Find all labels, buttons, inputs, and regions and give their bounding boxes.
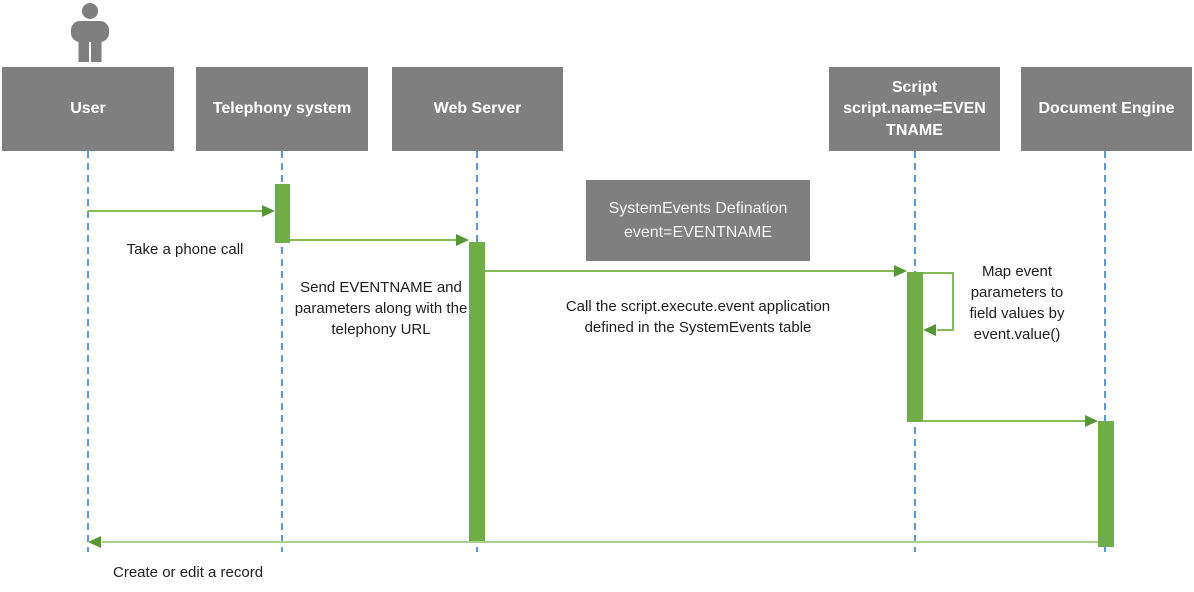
arrowhead-right-icon <box>894 265 907 277</box>
arrowhead-left-icon <box>88 536 101 548</box>
actor-label-script-line2: script.name=EVEN <box>843 100 986 118</box>
self-loop-bottom-line <box>937 329 954 331</box>
activation-bar-telephony <box>275 184 290 243</box>
lifeline-telephony <box>281 151 283 552</box>
self-loop-top-line <box>923 272 954 274</box>
activation-bar-script <box>907 272 923 422</box>
activation-bar-document-engine <box>1098 421 1114 547</box>
actor-box-web-server: Web Server <box>392 67 563 151</box>
message-line-create-record <box>102 541 1098 543</box>
person-icon <box>71 3 109 62</box>
message-label-create-record: Create or edit a record <box>113 564 264 581</box>
actor-box-telephony: Telephony system <box>196 67 368 151</box>
actor-box-script: Script script.name=EVEN TNAME <box>829 67 1000 151</box>
lifeline-user <box>87 151 89 552</box>
actor-label-web-server: Web Server <box>433 100 522 118</box>
arrowhead-right-icon <box>1085 415 1098 427</box>
message-label-map-event: Map event parameters to field values by … <box>969 263 1065 343</box>
actor-box-user: User <box>2 67 174 151</box>
arrowhead-left-icon <box>923 324 936 336</box>
actor-label-script-line1: Script <box>891 78 938 96</box>
message-line-script-to-docengine <box>923 420 1085 422</box>
message-line-call-script <box>485 270 894 272</box>
message-label-take-phone-call: Take a phone call <box>126 241 244 258</box>
note-box-systemevents: SystemEvents Defination event=EVENTNAME <box>586 180 810 261</box>
activation-bar-web-server <box>469 242 485 542</box>
message-line-send-eventname <box>290 239 456 241</box>
actor-label-document-engine: Document Engine <box>1038 100 1175 118</box>
note-line1: SystemEvents Defination <box>608 199 788 217</box>
actor-label-telephony: Telephony system <box>212 100 352 118</box>
arrowhead-right-icon <box>262 205 275 217</box>
actor-label-user: User <box>70 100 106 118</box>
message-label-send-eventname: Send EVENTNAME and parameters along with… <box>294 279 468 338</box>
message-line-take-phone-call <box>88 210 262 212</box>
actor-box-document-engine: Document Engine <box>1021 67 1192 151</box>
actor-label-script-line3: TNAME <box>886 121 943 139</box>
self-loop-vertical-line <box>952 272 954 330</box>
note-line2: event=EVENTNAME <box>623 223 773 241</box>
message-label-call-script: Call the script.execute.event applicatio… <box>565 298 831 336</box>
arrowhead-right-icon <box>456 234 469 246</box>
lifeline-document-engine <box>1104 151 1106 552</box>
